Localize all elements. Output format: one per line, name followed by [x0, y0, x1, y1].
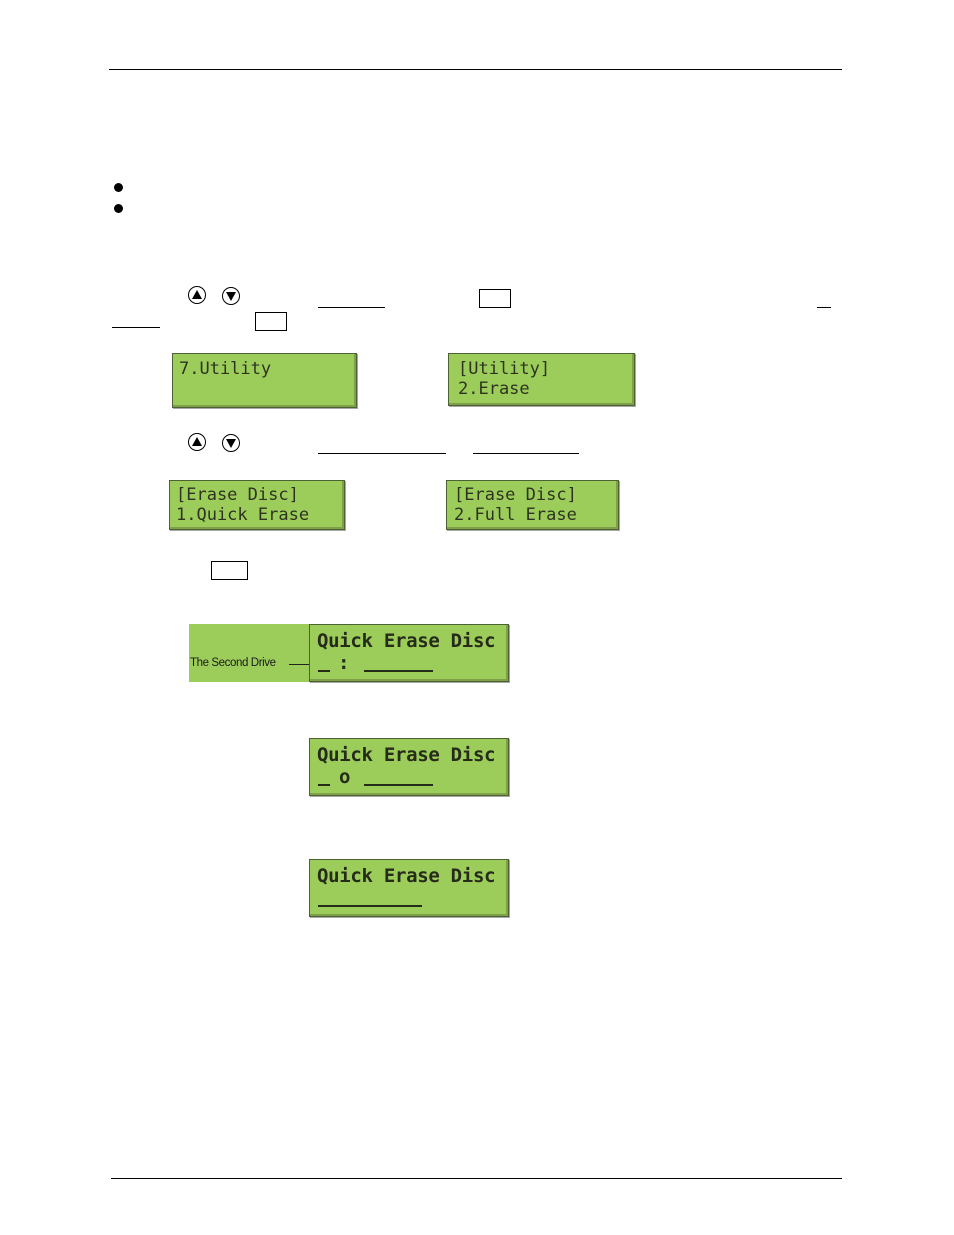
- annotation-label: The Second Drive: [190, 657, 276, 669]
- underlined-term: [318, 453, 446, 454]
- down-arrow-button-icon: [222, 287, 240, 305]
- lcd-quick-erase: [Erase Disc] 1.Quick Erase: [169, 480, 345, 530]
- key-box: [255, 312, 287, 331]
- lcd-progress-b: Quick Erase Disc o: [309, 738, 509, 796]
- second-drive-annotation: The Second Drive: [189, 624, 333, 682]
- drive-slot-dash: [318, 670, 330, 672]
- drive-status-char: o: [339, 766, 351, 788]
- lcd-line: [Utility]: [458, 359, 551, 379]
- underlined-term: [817, 307, 831, 308]
- lcd-progress-a: Quick Erase Disc :: [309, 624, 509, 682]
- drive-slots-dash: [364, 784, 433, 786]
- lcd-line: [Erase Disc]: [176, 485, 299, 505]
- lcd-line: Quick Erase Disc: [317, 744, 496, 766]
- lcd-full-erase: [Erase Disc] 2.Full Erase: [446, 480, 619, 530]
- lcd-line: 1.Quick Erase: [176, 505, 310, 525]
- lcd-line: Quick Erase Disc: [317, 630, 496, 652]
- lcd-line: [Erase Disc]: [454, 485, 577, 505]
- lcd-progress-c: Quick Erase Disc: [309, 859, 509, 917]
- lcd-line: Quick Erase Disc: [317, 865, 496, 887]
- key-box: [479, 289, 511, 308]
- footer-rule: [111, 1178, 842, 1179]
- lcd-line: 7.Utility: [179, 359, 272, 379]
- lcd-line: 2.Full Erase: [454, 505, 577, 525]
- underlined-term: [318, 307, 385, 308]
- lcd-line: 2.Erase: [458, 379, 530, 399]
- drive-status-char: :: [338, 652, 350, 674]
- up-arrow-button-icon: [188, 286, 206, 304]
- drive-slot-dash: [318, 784, 330, 786]
- down-arrow-button-icon: [222, 434, 240, 452]
- drive-slots-dash: [318, 905, 422, 907]
- header-rule: [109, 69, 842, 70]
- key-box: [211, 561, 248, 580]
- underlined-term: [473, 453, 579, 454]
- drive-slots-dash: [364, 670, 433, 672]
- underlined-term: [112, 327, 160, 328]
- lcd-utility-erase: [Utility] 2.Erase: [448, 353, 635, 406]
- bullet-point: [114, 204, 123, 213]
- bullet-point: [114, 183, 123, 192]
- up-arrow-button-icon: [188, 433, 206, 451]
- lcd-utility: 7.Utility: [172, 353, 357, 408]
